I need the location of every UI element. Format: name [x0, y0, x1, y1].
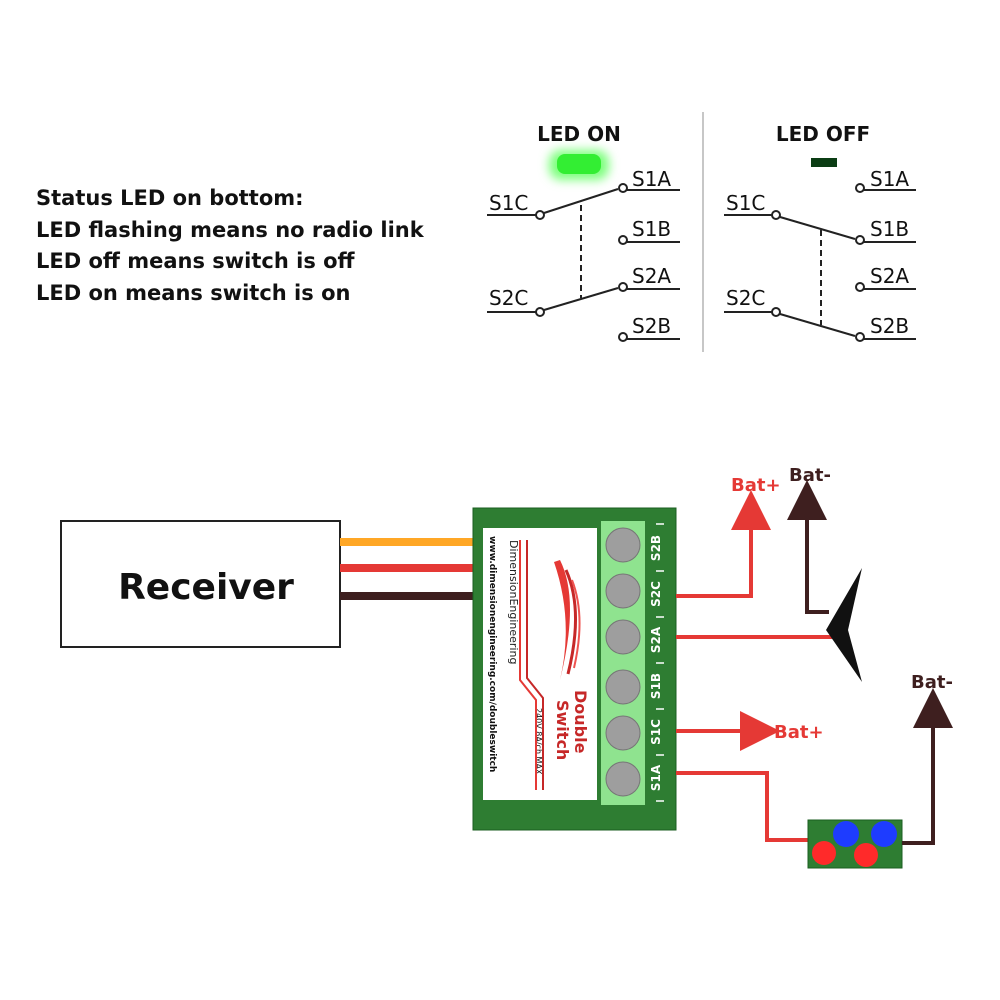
led-blue-1 [833, 821, 859, 847]
switch-panel-led-on: LED ON S1C S1A S1B S2C S2A S2B [487, 122, 680, 342]
terminal-screw-s1c [605, 715, 641, 751]
board-rating: 240V 8A/ch MAX [534, 708, 543, 775]
panel-title-led-on: LED ON [537, 122, 621, 146]
label-s2a-on: S2A [632, 264, 671, 288]
wire-led-bat-minus [902, 688, 953, 845]
label-s1b-on: S1B [632, 217, 671, 241]
terminal-s2c-off [771, 307, 781, 317]
status-line-on: LED on means switch is on [36, 280, 351, 305]
wire-s2c-bat-plus [676, 490, 771, 598]
terminal-s1b-off [855, 235, 865, 245]
terminal-s2b-on [618, 332, 628, 342]
status-notes: Status LED on bottom: LED flashing means… [36, 183, 424, 309]
terminal-s1c-on [535, 210, 545, 220]
board-product-line1: Double [571, 690, 590, 754]
terminal-screw-s2b [605, 527, 641, 563]
doubleswitch-board: www.dimensionengineering.com/doubleswitc… [472, 507, 677, 831]
terminal-label-s1a: S1A [649, 764, 663, 791]
status-line-flashing: LED flashing means no radio link [36, 217, 424, 242]
board-product-line2: Switch [553, 700, 572, 760]
terminal-s2a-off [855, 282, 865, 292]
terminal-label-s2b: S2B [649, 535, 663, 561]
board-url: www.dimensionengineering.com/doubleswitc… [487, 536, 497, 772]
terminal-screw-s2a [605, 619, 641, 655]
receiver-label: Receiver [118, 567, 294, 608]
label-s1a-on: S1A [632, 167, 671, 191]
label-bat-minus-top: Bat- [789, 465, 831, 486]
terminal-screw-s1b [605, 669, 641, 705]
terminal-s2b-off [855, 332, 865, 342]
terminal-s2a-on [618, 282, 628, 292]
terminal-s1c-off [771, 210, 781, 220]
label-s2c-off: S2C [726, 286, 765, 310]
brand-logo-swoosh [554, 560, 570, 680]
board-brand: DimensionEngineering [507, 540, 520, 664]
output-wiring: Bat+ Bat- Bat+ Bat- [676, 465, 953, 869]
terminal-label-s1c: S1C [649, 719, 663, 745]
servo-lead [340, 538, 474, 600]
terminal-label-s2a: S2A [649, 626, 663, 653]
board-label-area [483, 528, 597, 800]
terminal-screw-s1a [605, 761, 641, 797]
led-indicator-on [557, 154, 601, 174]
label-s2b-on: S2B [632, 314, 671, 338]
led-red-2 [854, 843, 878, 867]
label-s1c-off: S1C [726, 191, 765, 215]
terminal-label-s1b: S1B [649, 673, 663, 699]
label-s1a-off: S1A [870, 167, 909, 191]
label-s2a-off: S2A [870, 264, 909, 288]
terminal-screw-s2c [605, 573, 641, 609]
receiver-box: Receiver [60, 520, 341, 648]
switch-panel-led-off: LED OFF S1C S1A S1B S2C S2A S2B [724, 122, 916, 342]
status-line-off: LED off means switch is off [36, 249, 355, 273]
terminal-label-s2c: S2C [649, 581, 663, 607]
terminal-s2c-on [535, 307, 545, 317]
load-symbol [826, 568, 862, 682]
label-s1c-on: S1C [489, 191, 528, 215]
terminal-s1b-on [618, 235, 628, 245]
terminal-s1a-on [618, 183, 628, 193]
led-red-1 [812, 841, 836, 865]
label-bat-plus-top: Bat+ [731, 475, 781, 496]
wire-motor-bat-minus [787, 480, 829, 614]
led-blue-2 [871, 821, 897, 847]
terminal-s1a-off [855, 183, 865, 193]
label-s2c-on: S2C [489, 286, 528, 310]
status-heading: Status LED on bottom: [36, 186, 304, 210]
led-indicator-off [811, 158, 837, 167]
label-s1b-off: S1B [870, 217, 909, 241]
wire-s1a-led [676, 771, 810, 842]
label-bat-minus-bottom: Bat- [911, 672, 953, 693]
panel-title-led-off: LED OFF [776, 122, 870, 146]
label-s2b-off: S2B [870, 314, 909, 338]
label-bat-plus-bottom: Bat+ [774, 722, 824, 743]
terminal-strip [601, 521, 645, 805]
